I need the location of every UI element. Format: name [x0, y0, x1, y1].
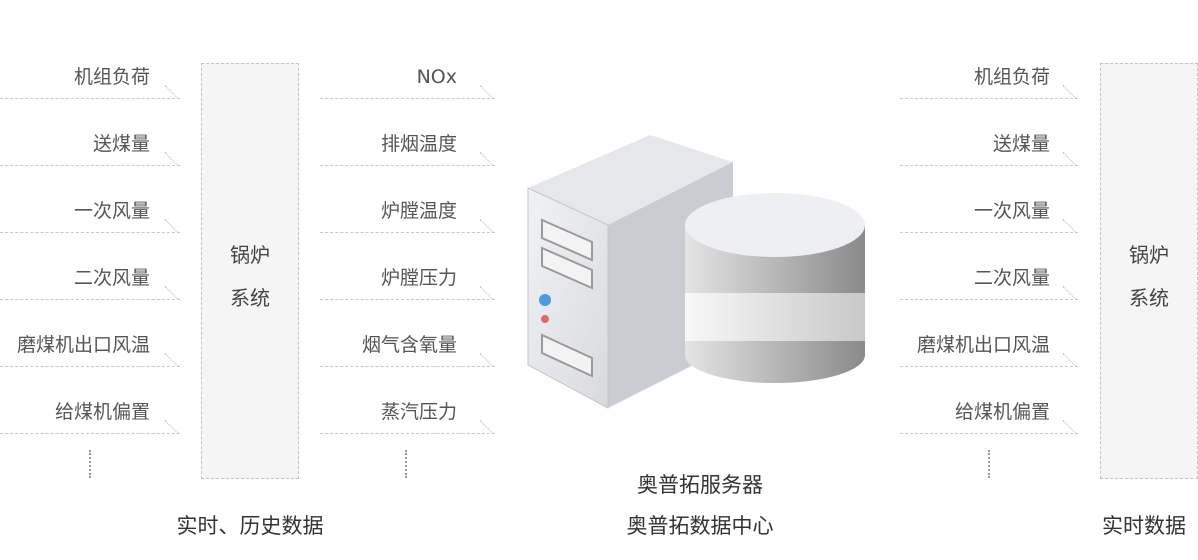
corner-tick	[1062, 219, 1077, 233]
data-center-title: 奥普拓数据中心	[626, 514, 774, 538]
divider-line	[320, 433, 495, 434]
corner-tick	[1062, 420, 1077, 434]
corner-tick	[1062, 353, 1077, 367]
divider-line	[320, 165, 495, 166]
parameter-label: 炉膛压力	[380, 267, 457, 289]
corner-tick	[164, 286, 179, 300]
divider-line	[0, 299, 180, 300]
parameter-label: 送煤量	[992, 133, 1050, 155]
corner-tick	[164, 152, 179, 166]
parameter-label: 炉膛温度	[380, 200, 457, 222]
parameter-label: 二次风量	[73, 267, 150, 289]
parameter-label: 烟气含氧量	[361, 334, 457, 356]
divider-line	[320, 299, 495, 300]
corner-tick	[479, 353, 494, 367]
corner-tick	[164, 219, 179, 233]
divider-line	[320, 232, 495, 233]
parameter-label: 磨煤机出口风温	[16, 334, 150, 356]
corner-tick	[479, 85, 494, 99]
box-label: 系统	[230, 286, 270, 310]
box-label: 系统	[1129, 286, 1169, 310]
more-dots	[405, 450, 407, 478]
corner-tick	[479, 219, 494, 233]
corner-tick	[164, 353, 179, 367]
server-title: 奥普拓服务器	[637, 473, 763, 497]
parameter-label: 送煤量	[92, 133, 150, 155]
corner-tick	[164, 420, 179, 434]
corner-tick	[479, 286, 494, 300]
corner-tick	[1062, 286, 1077, 300]
corner-tick	[164, 85, 179, 99]
right-caption: 实时数据	[1102, 514, 1186, 538]
parameter-label: 排烟温度	[380, 133, 457, 155]
left-caption: 实时、历史数据	[176, 514, 324, 538]
box-label: 锅炉	[1129, 243, 1169, 267]
divider-line	[900, 165, 1078, 166]
parameter-label: 机组负荷	[973, 66, 1050, 88]
parameter-label: 给煤机偏置	[54, 401, 150, 423]
parameter-label: 一次风量	[73, 200, 150, 222]
more-dots	[89, 450, 91, 478]
boiler-system-box-right: 锅炉 系统	[1100, 63, 1198, 479]
divider-line	[0, 232, 180, 233]
parameter-label: 蒸汽压力	[380, 401, 457, 423]
corner-tick	[1062, 85, 1077, 99]
more-dots	[988, 450, 990, 478]
server-database-illustration	[527, 135, 865, 409]
parameter-label: 二次风量	[973, 267, 1050, 289]
divider-line	[900, 433, 1078, 434]
parameter-label: 一次风量	[973, 200, 1050, 222]
divider-line	[900, 232, 1078, 233]
divider-line	[0, 165, 180, 166]
database-icon	[685, 193, 865, 383]
divider-line	[320, 366, 495, 367]
parameter-label: 机组负荷	[73, 66, 150, 88]
divider-line	[0, 366, 180, 367]
divider-line	[900, 98, 1078, 99]
box-label: 锅炉	[230, 243, 270, 267]
divider-line	[900, 366, 1078, 367]
corner-tick	[479, 420, 494, 434]
parameter-label: NOx	[416, 66, 457, 88]
corner-tick	[479, 152, 494, 166]
divider-line	[900, 299, 1078, 300]
boiler-system-box-left: 锅炉 系统	[201, 63, 299, 479]
divider-line	[0, 98, 180, 99]
divider-line	[320, 98, 495, 99]
corner-tick	[1062, 152, 1077, 166]
parameter-label: 磨煤机出口风温	[916, 334, 1050, 356]
divider-line	[0, 433, 180, 434]
parameter-label: 给煤机偏置	[954, 401, 1050, 423]
